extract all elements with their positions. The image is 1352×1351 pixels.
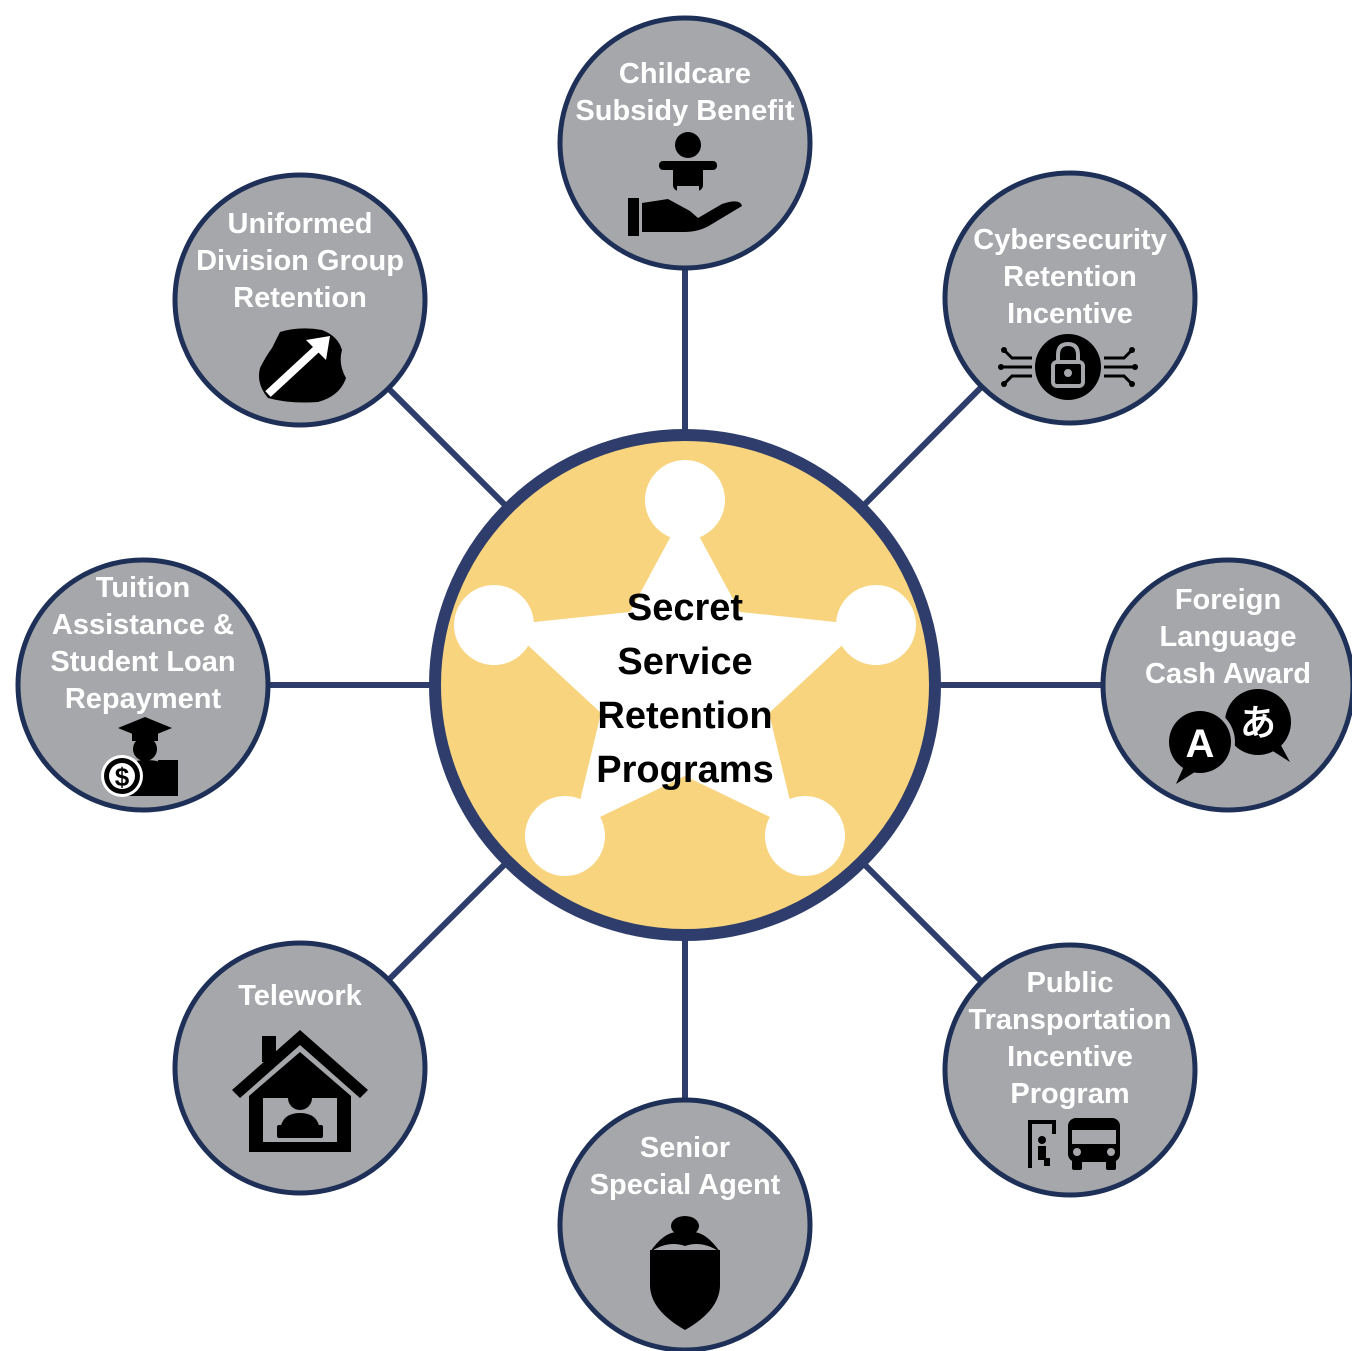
node-tuition-label-line-1: Tuition xyxy=(96,572,190,604)
language-speech-bubbles-icon: あ A xyxy=(1165,689,1291,784)
svg-text:あ: あ xyxy=(1240,703,1276,744)
node-senior-special-agent-label-line-1: Senior xyxy=(640,1132,730,1164)
center-hub: Secret Service Retention Programs xyxy=(429,429,941,941)
node-public-transportation: Public Transportation Incentive Program xyxy=(942,942,1198,1198)
node-public-transportation-label-line-2: Transportation xyxy=(968,1004,1171,1036)
svg-text:A: A xyxy=(1186,722,1215,766)
center-title-line-2: Service xyxy=(617,641,752,683)
center-title-line-3: Retention xyxy=(597,695,772,737)
node-childcare-label-line-2: Subsidy Benefit xyxy=(575,95,794,127)
node-foreign-language-label-line-1: Foreign xyxy=(1175,584,1281,616)
star-badge-icon xyxy=(454,460,916,876)
child-in-hand-icon xyxy=(628,132,742,236)
node-telework: Telework xyxy=(172,940,428,1196)
node-foreign-language: Foreign Language Cash Award あ A xyxy=(1100,557,1352,813)
shield-arrow-icon xyxy=(259,328,346,403)
house-laptop-icon xyxy=(232,1030,368,1152)
node-public-transportation-label-line-3: Incentive xyxy=(1007,1041,1133,1073)
node-tuition: Tuition Assistance & Student Loan Repaym… xyxy=(15,557,271,813)
bus-stop-icon xyxy=(1028,1118,1120,1170)
node-senior-special-agent: Senior Special Agent xyxy=(557,1097,813,1351)
node-public-transportation-label-line-1: Public xyxy=(1026,967,1113,999)
node-childcare: Childcare Subsidy Benefit xyxy=(557,15,813,271)
node-uniformed-division-label-line-3: Retention xyxy=(233,282,367,314)
node-senior-special-agent-label-line-2: Special Agent xyxy=(590,1169,781,1201)
node-tuition-label-line-2: Assistance & xyxy=(52,609,234,641)
node-tuition-label-line-4: Repayment xyxy=(65,683,222,715)
node-foreign-language-label-line-3: Cash Award xyxy=(1145,658,1311,690)
node-cybersecurity: Cybersecurity Retention Incentive xyxy=(942,170,1198,426)
node-tuition-label-line-3: Student Loan xyxy=(50,646,235,678)
node-cybersecurity-label-line-2: Retention xyxy=(1003,261,1137,293)
circuit-lock-icon xyxy=(998,334,1138,400)
node-uniformed-division: Uniformed Division Group Retention xyxy=(172,172,428,428)
center-title-line-4: Programs xyxy=(596,749,773,791)
svg-text:$: $ xyxy=(115,762,130,792)
node-uniformed-division-label-line-2: Division Group xyxy=(196,245,404,277)
node-cybersecurity-label-line-3: Incentive xyxy=(1007,298,1133,330)
eagle-badge-icon xyxy=(650,1216,720,1330)
node-cybersecurity-label-line-1: Cybersecurity xyxy=(973,224,1166,256)
node-public-transportation-label-line-4: Program xyxy=(1010,1078,1129,1110)
node-telework-label-line-1: Telework xyxy=(238,980,362,1012)
node-foreign-language-label-line-2: Language xyxy=(1160,621,1297,653)
node-childcare-label-line-1: Childcare xyxy=(619,58,751,90)
node-uniformed-division-label-line-1: Uniformed xyxy=(228,208,373,240)
graduate-dollar-icon: $ xyxy=(101,717,178,797)
center-title-line-1: Secret xyxy=(627,587,744,629)
